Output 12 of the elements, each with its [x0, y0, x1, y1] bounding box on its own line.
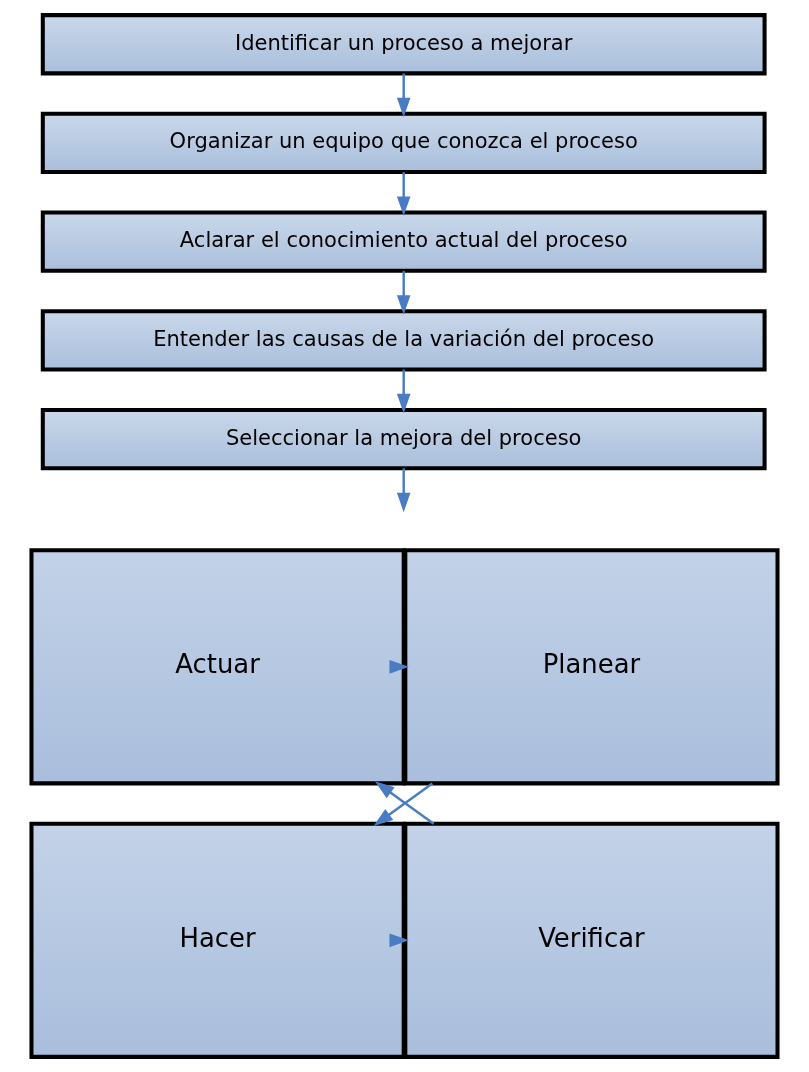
arrow: [396, 468, 411, 513]
node-box: Identificar un proceso a mejorar: [40, 13, 767, 76]
arrow: [389, 660, 409, 674]
node-box: Aclarar el conocimiento actual del proceso: [40, 210, 767, 273]
arrow: [389, 933, 409, 948]
node-box: Seleccionar la mejora del proceso: [40, 407, 767, 471]
arrow: [396, 172, 411, 216]
arrow: [396, 73, 411, 118]
node-box: Entender las causas de la variación del proceso: [40, 309, 767, 372]
node-box: Organizar un equipo que conozca el proceso: [40, 111, 767, 175]
arrow: [396, 369, 411, 414]
arrow: [396, 270, 411, 315]
